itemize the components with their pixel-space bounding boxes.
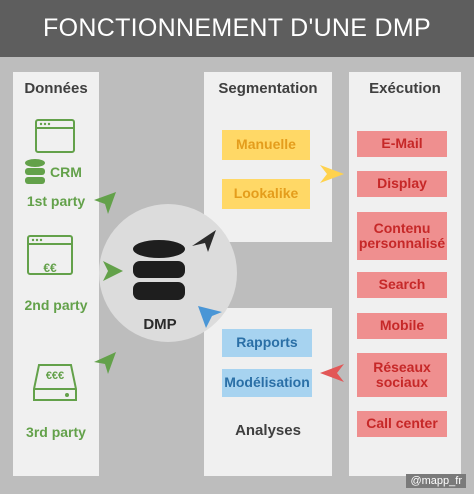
execution-heading: Exécution [369, 80, 441, 97]
analyse-rapports: Rapports [222, 329, 312, 357]
credit-handle: @mapp_fr [406, 474, 466, 488]
crm-label: CRM [50, 164, 82, 180]
donnees-heading: Données [24, 80, 88, 97]
exec-mobile: Mobile [357, 313, 447, 339]
dmp-database-icon [133, 240, 185, 300]
header-bar [0, 0, 474, 57]
page-title: FONCTIONNEMENT D'UNE DMP [43, 14, 431, 42]
third-party-label: 3rd party [26, 424, 86, 440]
third-party-icon-text: €€€ [45, 370, 65, 382]
analyse-modelisation: Modélisation [222, 369, 312, 397]
second-party-icon-text: €€ [43, 261, 57, 275]
second-party-label: 2nd party [24, 297, 88, 313]
first-party-label: 1st party [26, 193, 86, 209]
exec-contenu: Contenu personnalisé [357, 212, 447, 260]
green-arrow-second-party [103, 261, 123, 281]
blue-arrow-from-analyses [198, 306, 222, 328]
exec-email: E-Mail [357, 131, 447, 157]
green-arrow-third-party [94, 352, 116, 374]
storage-drive-icon [33, 364, 77, 401]
dark-arrow-to-segmentation [192, 230, 216, 252]
yellow-arrow-to-execution [320, 165, 344, 183]
green-arrow-first-party [94, 192, 116, 214]
browser-euro-icon [27, 235, 73, 275]
red-arrow-from-execution [320, 364, 344, 382]
analyses-heading: Analyses [235, 422, 301, 439]
exec-call-center: Call center [357, 411, 447, 437]
segment-manuelle: Manuelle [222, 130, 310, 160]
browser-window-icon [35, 119, 75, 153]
exec-display: Display [357, 171, 447, 197]
segment-lookalike: Lookalike [222, 179, 310, 209]
exec-search: Search [357, 272, 447, 298]
exec-reseaux: Réseaux sociaux [357, 353, 447, 397]
dmp-label: DMP [143, 316, 177, 333]
segmentation-heading: Segmentation [218, 80, 318, 97]
database-icon [25, 159, 45, 184]
